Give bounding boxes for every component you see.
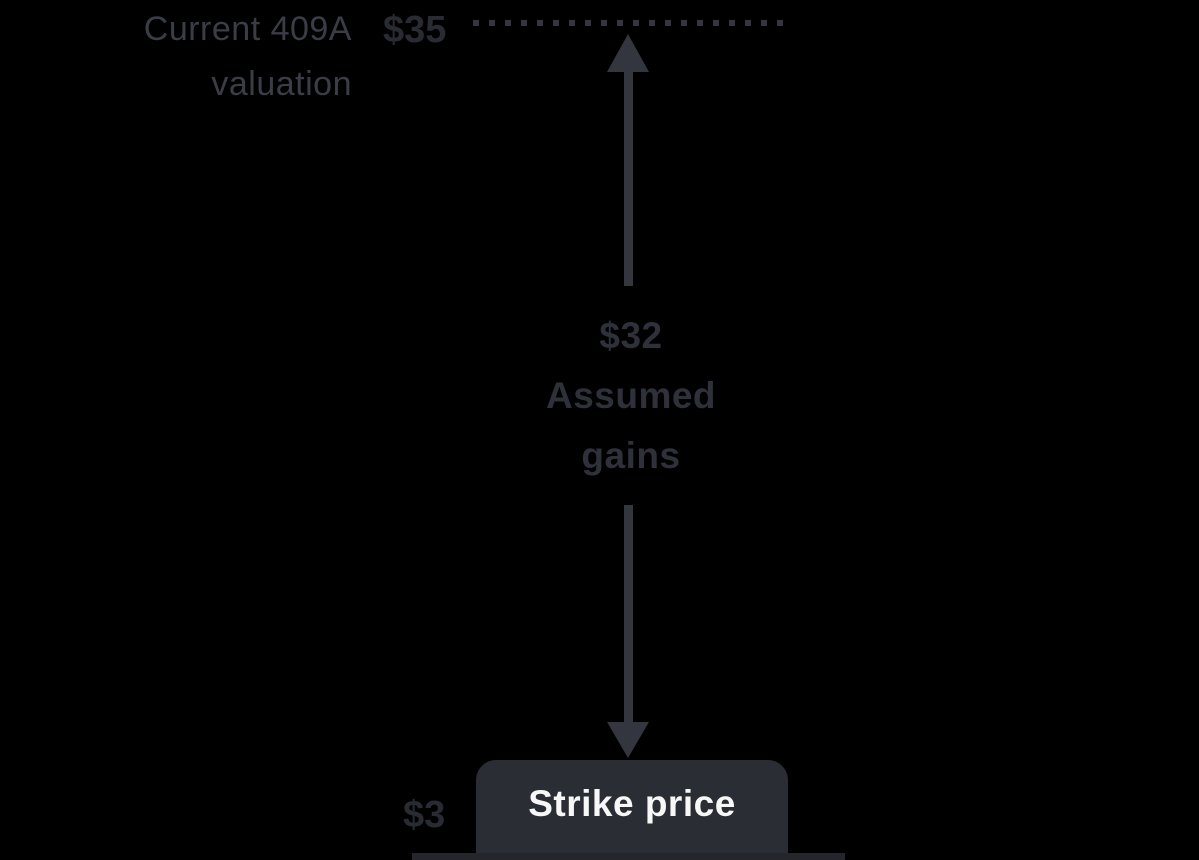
current-409a-value: $35 bbox=[383, 9, 447, 51]
arrow-shaft-upper bbox=[624, 70, 633, 286]
current-409a-label-line2: valuation bbox=[211, 65, 352, 103]
assumed-gains-label: $32 Assumed gains bbox=[481, 306, 781, 486]
assumed-gains-value: $32 bbox=[599, 315, 663, 356]
arrow-up-icon bbox=[607, 34, 649, 72]
assumed-gains-word2: gains bbox=[581, 435, 681, 476]
valuation-dotted-line bbox=[473, 20, 791, 26]
baseline bbox=[412, 853, 845, 860]
strike-price-box: Strike price bbox=[476, 760, 788, 860]
arrow-down-icon bbox=[607, 722, 649, 758]
arrow-shaft-lower bbox=[624, 505, 633, 724]
current-409a-label-line1: Current 409A bbox=[143, 10, 352, 48]
current-409a-label: Current 409A valuation bbox=[100, 2, 352, 112]
strike-price-box-label: Strike price bbox=[528, 783, 736, 824]
strike-price-value: $3 bbox=[403, 794, 446, 836]
assumed-gains-word1: Assumed bbox=[545, 375, 717, 416]
